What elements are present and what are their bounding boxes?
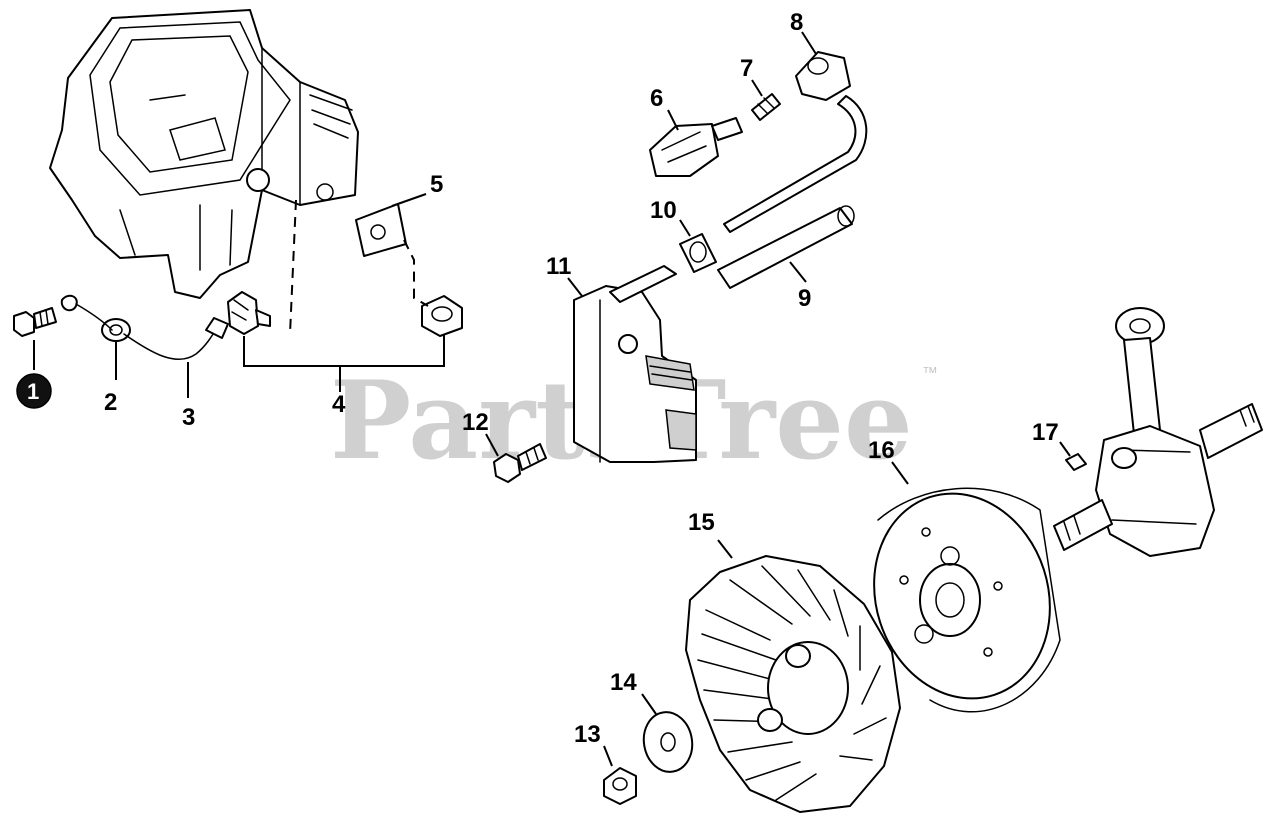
part-12-screw[interactable] — [493, 443, 547, 483]
watermark-trademark: ™ — [922, 365, 938, 382]
callout-1: 1 — [27, 379, 39, 404]
part-4-nut[interactable] — [421, 295, 463, 337]
callout-16: 16 — [868, 437, 895, 464]
callout-13: 13 — [574, 721, 601, 748]
leader-16 — [891, 461, 909, 485]
part-9-tube[interactable] — [717, 205, 855, 289]
leader-17 — [1059, 441, 1071, 457]
callout-12: 12 — [462, 409, 489, 436]
callout-15: 15 — [688, 509, 715, 536]
dashed-guide-nut — [403, 239, 429, 307]
part-7-spring[interactable] — [751, 93, 781, 121]
leader-13 — [603, 745, 613, 767]
part-13-nut[interactable] — [603, 767, 637, 805]
callout-4: 4 — [332, 391, 346, 418]
callout-9: 9 — [798, 285, 811, 312]
dashed-guide-switch — [289, 199, 297, 335]
part-6-spark-plug[interactable] — [649, 117, 743, 177]
part-14-washer[interactable] — [639, 708, 697, 775]
callout-8: 8 — [790, 9, 803, 36]
leader-12 — [485, 433, 499, 457]
part-15-flywheel-fan[interactable] — [685, 555, 901, 813]
leader-4-bracket — [243, 334, 445, 392]
callout-17: 17 — [1032, 419, 1059, 446]
part-5-plate[interactable] — [355, 203, 407, 257]
callout-11: 11 — [546, 253, 571, 280]
part-17-key[interactable] — [1065, 453, 1087, 471]
callout-14: 14 — [610, 669, 637, 696]
callout-7: 7 — [740, 55, 753, 82]
callout-6: 6 — [650, 85, 663, 112]
leader-9 — [789, 261, 807, 283]
part-3-ground-wire[interactable] — [60, 294, 229, 361]
part-10-cap[interactable] — [679, 233, 717, 273]
callout-5: 5 — [430, 171, 443, 198]
leader-11 — [567, 277, 583, 297]
crankshaft-assembly[interactable] — [1053, 307, 1263, 557]
leader-7 — [751, 79, 763, 97]
high-tension-lead[interactable] — [723, 95, 868, 233]
crankcase-housing[interactable] — [49, 9, 359, 299]
callout-3: 3 — [182, 404, 195, 431]
callout-10: 10 — [650, 197, 677, 224]
callout-2: 2 — [104, 389, 117, 416]
leader-10 — [679, 219, 691, 237]
leader-6 — [667, 109, 679, 131]
leader-8 — [801, 31, 817, 55]
part-8-plug-boot[interactable] — [795, 51, 851, 101]
part-11-ignition-coil[interactable] — [573, 265, 697, 463]
badge-1[interactable] — [16, 373, 52, 409]
part-16-rotor[interactable] — [848, 471, 1076, 722]
part-2-grommet[interactable] — [101, 318, 131, 342]
leader-14 — [641, 693, 657, 715]
leader-5 — [391, 193, 427, 207]
leader-15 — [717, 539, 733, 559]
part-1-bolt[interactable] — [13, 307, 57, 337]
part-4-stop-switch[interactable] — [227, 291, 271, 335]
